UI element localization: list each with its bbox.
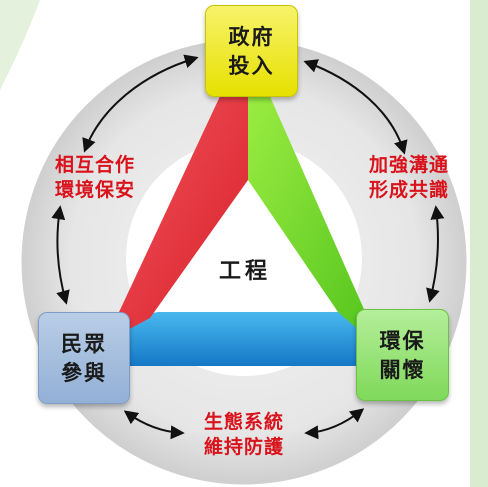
caption-left: 相互合作 環境保安 [36,153,154,203]
node-left-line1: 民眾 [61,331,107,356]
arrow-top-right [303,59,408,155]
node-top-line2: 投入 [228,53,275,78]
node-environmental-care: 環保 關懷 [356,309,449,401]
arrow-bottom-left [123,410,185,440]
inner-triangle [160,188,334,310]
caption-right-line1: 加強溝通 [368,154,449,176]
caption-right-line2: 形成共識 [368,179,449,201]
caption-left-line2: 環境保安 [54,179,135,201]
node-government-investment: 政府 投入 [205,5,298,97]
caption-right: 加強溝通 形成共識 [350,153,468,203]
caption-bottom: 生態系統 維持防護 [185,410,303,460]
center-label: 工程 [218,258,271,284]
arrow-top-left [82,54,199,153]
background-foliage-left [0,0,40,90]
node-left-line2: 參與 [61,360,107,385]
node-public-participation: 民眾 參與 [38,312,130,404]
caption-bottom-line2: 維持防護 [203,436,284,458]
blue-band [105,312,382,366]
arrow-left [51,205,70,305]
green-band [243,92,382,350]
arrow-bottom-right [304,408,365,440]
node-right-line2: 關懷 [379,357,426,382]
node-right-line1: 環保 [379,328,426,353]
red-band [105,92,248,342]
background-foliage [470,0,488,487]
arrow-right [426,205,445,303]
caption-left-line1: 相互合作 [54,154,135,176]
node-top-line1: 政府 [228,24,275,49]
caption-bottom-line1: 生態系統 [203,411,284,433]
